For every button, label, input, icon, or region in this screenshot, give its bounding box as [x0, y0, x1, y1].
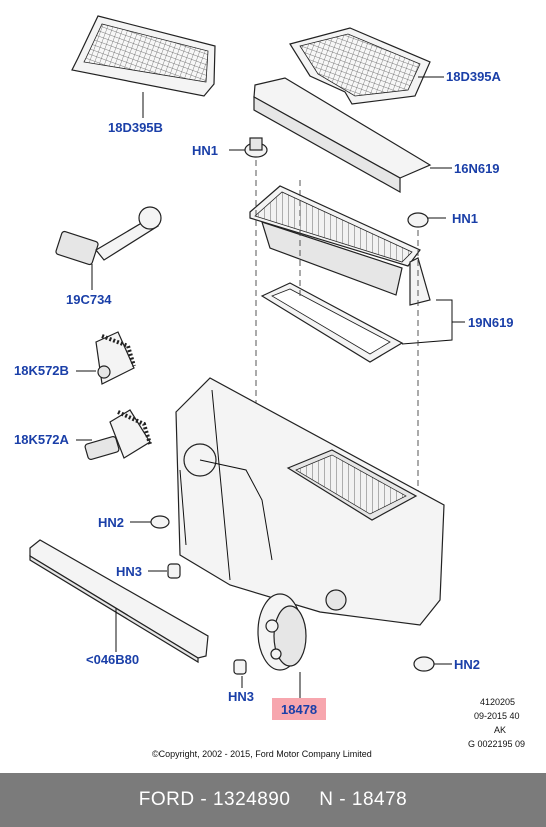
- seal-part: [260, 282, 404, 363]
- hn2-left-grommet: [150, 515, 170, 529]
- callout-19c734[interactable]: 19C734: [66, 292, 112, 307]
- callout-hn3-bottom[interactable]: HN3: [228, 689, 254, 704]
- actuator-1-part: [95, 331, 136, 385]
- hn1-top-nut: [244, 137, 268, 158]
- callout-hn2-left[interactable]: HN2: [98, 515, 124, 530]
- hn3-left-bushing: [167, 563, 181, 579]
- hn1-right-nut: [407, 212, 429, 228]
- footer-bar: FORD - 1324890 N - 18478: [0, 773, 546, 827]
- exploded-parts-diagram: 18D395B 18D395A HN1 16N619 HN1 19C734 19…: [14, 15, 525, 759]
- callout-18d395b[interactable]: 18D395B: [108, 120, 163, 135]
- ref-line-3: AK: [494, 725, 506, 735]
- callout-hn1-right[interactable]: HN1: [452, 211, 478, 226]
- callout-18478[interactable]: 18478: [281, 702, 317, 717]
- sensor-part: [55, 206, 162, 266]
- callout-hn1-top[interactable]: HN1: [192, 143, 218, 158]
- filter-frame-part: [71, 15, 216, 97]
- ref-line-4: G 0022195 09: [468, 739, 525, 749]
- actuator-2-part: [84, 409, 152, 460]
- footer-part-numbers: FORD - 1324890 N - 18478: [138, 789, 408, 810]
- callout-046b80[interactable]: <046B80: [86, 652, 139, 667]
- callout-19n619[interactable]: 19N619: [468, 315, 514, 330]
- ref-line-1: 4120205: [480, 697, 515, 707]
- ref-line-2: 09-2015 40: [474, 711, 520, 721]
- callout-hn2-right[interactable]: HN2: [454, 657, 480, 672]
- callout-hn3-left[interactable]: HN3: [116, 564, 142, 579]
- heater-housing-part: [175, 377, 445, 626]
- callout-18d395a[interactable]: 18D395A: [446, 69, 502, 84]
- callout-18k572b[interactable]: 18K572B: [14, 363, 69, 378]
- filter-frame-right-part: [289, 27, 431, 105]
- hn2-right-grommet: [413, 656, 435, 672]
- filter-element-part: [249, 185, 431, 306]
- cabin-filter-part: [253, 77, 432, 194]
- copyright-text: ©Copyright, 2002 - 2015, Ford Motor Comp…: [152, 749, 372, 759]
- hn3-bottom-bushing: [233, 659, 247, 675]
- blower-motor-part: [257, 593, 307, 671]
- blower-motor-highlight: [272, 698, 326, 720]
- foam-strip-part: [29, 539, 209, 664]
- callout-16n619[interactable]: 16N619: [454, 161, 500, 176]
- callout-18k572a[interactable]: 18K572A: [14, 432, 70, 447]
